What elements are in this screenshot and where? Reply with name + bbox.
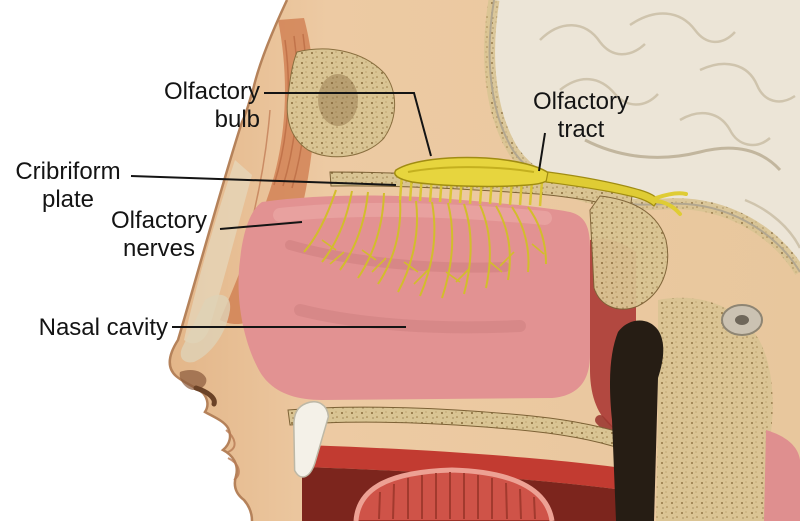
olfactory-nerves-fibers [303, 173, 547, 299]
skull-base [656, 297, 800, 521]
nasal-cavity-region [238, 195, 636, 490]
olfactory-bulb-shape [394, 156, 552, 188]
label-cribriform-plate: Cribriform plate [15, 158, 121, 213]
frontal-bone [286, 48, 396, 158]
label-olfactory-tract: Olfactory tract [532, 88, 630, 143]
sphenoid-bone [589, 195, 669, 310]
label-nasal-cavity: Nasal cavity [38, 314, 168, 341]
leader-line-olfactory-bulb [264, 92, 432, 157]
leader-lines [130, 92, 546, 328]
label-olfactory-bulb: Olfactory bulb [163, 78, 260, 133]
nostril [179, 370, 207, 390]
oral-cavity-region [293, 401, 638, 521]
incisor-tooth [293, 401, 330, 478]
leader-line-cribriform-plate [130, 175, 397, 186]
olfactory-tract-shape [545, 171, 688, 216]
mandible-shadow [610, 320, 664, 521]
frontal-sinus [318, 74, 358, 126]
leader-line-olfactory-nerves [219, 221, 303, 230]
leader-line-olfactory-tract [538, 132, 546, 172]
label-olfactory-nerves: Olfactory nerves [110, 207, 208, 262]
